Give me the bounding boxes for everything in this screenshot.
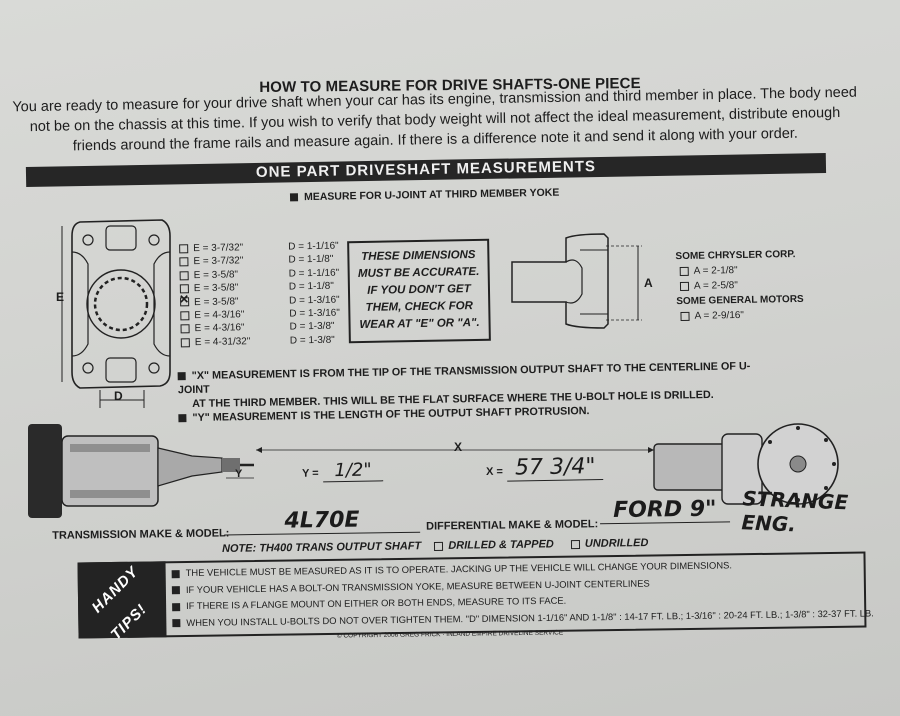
dimension-options: E = 3-7/32"D = 1-1/16" E = 3-7/32"D = 1-…	[179, 240, 340, 350]
checkbox[interactable]	[179, 257, 189, 267]
yoke-front-drawing	[61, 219, 171, 408]
bullet-square-icon	[171, 569, 180, 578]
bullet-square-icon	[177, 372, 186, 381]
x-field-label: X =	[485, 465, 503, 479]
accuracy-note-box: THESE DIMENSIONS MUST BE ACCURATE. IF YO…	[347, 238, 491, 344]
note-line: WEAR AT "E" OR "A".	[359, 316, 480, 332]
check-mark-icon: ✕	[178, 292, 190, 307]
option-text: A = 2-9/16"	[694, 309, 745, 322]
checkbox[interactable]	[180, 337, 190, 348]
transmission-label: TRANSMISSION MAKE & MODEL:	[52, 527, 230, 542]
d-value: D = 1-3/8"	[289, 321, 335, 333]
y-field-label: Y =	[301, 467, 319, 480]
gm-option-1[interactable]: A = 2-9/16"	[676, 307, 804, 324]
transmission-handwritten-value[interactable]: 4L70E	[223, 506, 421, 536]
chrysler-heading: SOME CHRYSLER CORP.	[675, 249, 796, 263]
x-dimension-label: X	[454, 440, 463, 454]
checkbox[interactable]	[680, 311, 690, 321]
d-value: D = 1-1/8"	[288, 280, 334, 293]
d-value: D = 1-1/16"	[288, 240, 339, 253]
d-value: D = 1-1/8"	[288, 254, 334, 266]
dimension-e-label: E	[56, 290, 65, 304]
dimension-d-label: D	[114, 389, 123, 403]
checkbox[interactable]	[179, 244, 189, 254]
d-value: D = 1-3/8"	[289, 334, 335, 347]
checkbox[interactable]	[434, 541, 444, 551]
y-handwritten-value: 1/2"	[322, 459, 384, 483]
d-value: D = 1-1/16"	[288, 267, 340, 280]
x-handwritten-value: 57 3/4"	[507, 453, 604, 482]
drilled-option[interactable]: DRILLED & TAPPED	[434, 538, 554, 552]
bullet-square-icon	[172, 619, 181, 628]
option-text: UNDRILLED	[584, 537, 649, 550]
d-value: D = 1-3/16"	[289, 307, 340, 320]
y-value-field[interactable]: Y = 1/2"	[301, 459, 384, 483]
e-value: E = 4-31/32"	[194, 336, 251, 348]
dimension-a-label: A	[644, 276, 653, 290]
bullet-square-icon	[289, 193, 299, 202]
y-dimension-label: Y	[235, 468, 243, 480]
driveshaft-diagram	[28, 423, 839, 518]
checkbox[interactable]	[179, 270, 189, 281]
checkbox[interactable]	[180, 311, 190, 321]
checked-checkbox[interactable]: ✕	[179, 293, 189, 307]
checkbox[interactable]	[570, 539, 580, 549]
option-text: DRILLED & TAPPED	[448, 538, 554, 552]
differential-label: DIFFERENTIAL MAKE & MODEL:	[426, 518, 599, 533]
banner-text: ONE PART DRIVESHAFT MEASUREMENTS	[25, 153, 827, 187]
bullet-square-icon	[171, 586, 180, 595]
x-value-field[interactable]: X = 57 3/4"	[485, 453, 604, 482]
checkbox[interactable]	[679, 266, 689, 276]
yoke-side-drawing	[511, 233, 642, 329]
tips-list: THE VEHICLE MUST BE MEASURED AS IT IS TO…	[171, 555, 874, 631]
option-text: A = 2-1/8"	[693, 265, 738, 277]
differential-handwritten-value[interactable]: FORD 9"	[599, 496, 731, 525]
dimension-row-8[interactable]: E = 4-31/32" D = 1-3/8"	[180, 333, 341, 349]
tip-text: IF THERE IS A FLANGE MOUNT ON EITHER OR …	[186, 594, 567, 611]
note-text: NOTE: TH400 TRANS OUTPUT SHAFT	[221, 540, 422, 555]
differential-handwritten-extra: STRANGE ENG.	[741, 486, 849, 537]
gm-heading: SOME GENERAL MOTORS	[676, 293, 804, 308]
undrilled-option[interactable]: UNDRILLED	[570, 537, 649, 550]
manufacturer-options: SOME CHRYSLER CORP. A = 2-1/8" A = 2-5/8…	[675, 247, 804, 324]
checkbox[interactable]	[180, 324, 190, 334]
d-value: D = 1-3/16"	[289, 294, 340, 307]
bullet-square-icon	[172, 602, 181, 611]
option-text: A = 2-5/8"	[693, 280, 738, 292]
checkbox[interactable]	[679, 281, 690, 291]
